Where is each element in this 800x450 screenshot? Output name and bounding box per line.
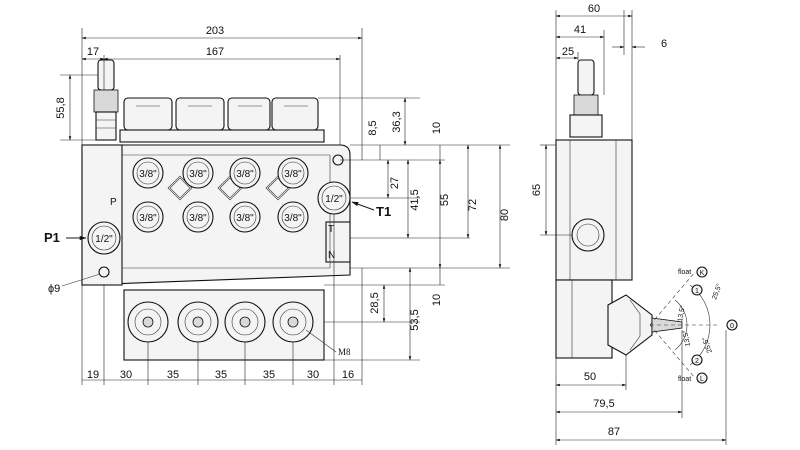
dim-bottom-2: 30 <box>120 369 132 381</box>
dim-bottom-5: 35 <box>263 369 275 381</box>
port-label-a4: 3/8" <box>284 169 302 180</box>
left-dimension: 55,8 <box>55 74 98 141</box>
lever-pos-l: L <box>700 376 704 383</box>
front-view: 3/8" 3/8" 3/8" 3/8" 3/8" 3/8" 3/8" 3/8" … <box>44 25 511 385</box>
side-top-dimensions: 60 41 25 6 <box>555 3 667 140</box>
label-thread: M8 <box>338 347 351 357</box>
side-bottom-dimensions: 50 79,5 87 <box>555 330 727 445</box>
side-dim-height: 65 <box>531 184 543 196</box>
inlet-port: 1/2" <box>87 221 121 255</box>
lever-pos-2: 2 <box>695 358 699 365</box>
svg-text:1/2": 1/2" <box>325 194 343 205</box>
right-dimensions: 36,3 8,5 10 27 41,5 55 72 80 10 28,5 53,… <box>318 97 511 361</box>
side-lever: 1 2 0 K L float float 25,5° 25,5° 13,5° … <box>607 266 738 384</box>
port-letter-n: N <box>328 250 335 261</box>
dim-bottom-margin: 10 <box>431 294 443 306</box>
side-view: 1 2 0 K L float float 25,5° 25,5° 13,5° … <box>531 3 738 445</box>
side-dim-d2: 79,5 <box>593 398 614 410</box>
port-letter-p: P <box>110 197 117 208</box>
label-t1: T1 <box>376 204 391 219</box>
side-body <box>555 139 633 359</box>
side-dim-offset: 6 <box>661 38 667 50</box>
dim-body-width: 167 <box>206 46 224 58</box>
lever-float-top: float <box>678 269 691 276</box>
side-dim-overall: 60 <box>588 3 600 15</box>
port-label-b3: 3/8" <box>236 213 254 224</box>
dim-port-span: 55 <box>439 194 451 206</box>
dim-spool-end: 53,5 <box>409 309 421 330</box>
mounting-hole <box>98 266 110 278</box>
dim-bottom-3: 35 <box>167 369 179 381</box>
lever-pos-k: K <box>700 270 705 277</box>
port-label-b1: 3/8" <box>139 213 157 224</box>
lever-angle-inner-bottom: 13,5° <box>681 329 692 347</box>
valve-body <box>81 144 351 286</box>
dim-outlet-height: 27 <box>389 177 401 189</box>
dim-hole-offset: 8,5 <box>367 120 379 135</box>
spool-caps-top <box>119 97 325 143</box>
dim-body-height-b: 80 <box>499 209 511 221</box>
lever-float-bottom: float <box>678 376 691 383</box>
work-ports-bottom-row: 3/8" 3/8" 3/8" 3/8" <box>132 201 309 233</box>
side-left-dimension: 65 <box>531 144 572 236</box>
port-label-a3: 3/8" <box>236 169 254 180</box>
lever-pos-1: 1 <box>695 288 699 295</box>
port-label-a2: 3/8" <box>189 169 207 180</box>
side-dim-d1: 50 <box>584 371 596 383</box>
side-dim-small: 25 <box>562 46 574 58</box>
dim-top-margin: 10 <box>431 122 443 134</box>
side-dim-mid: 41 <box>574 24 586 36</box>
dim-body-height-a: 72 <box>467 199 479 211</box>
work-ports-top-row: 3/8" 3/8" 3/8" 3/8" <box>132 157 309 189</box>
port-label-b4: 3/8" <box>284 213 302 224</box>
side-dim-d3: 87 <box>608 426 620 438</box>
dim-inlet-height: 41,5 <box>409 189 421 210</box>
port-label-b2: 3/8" <box>189 213 207 224</box>
bottom-dimensions: 19 30 35 35 35 30 16 <box>81 214 363 385</box>
dim-lever-offset: 17 <box>87 46 99 58</box>
dim-cap-height: 36,3 <box>391 111 403 132</box>
label-hole-diameter: ϕ9 <box>48 283 60 295</box>
top-dimensions: 203 167 17 <box>81 25 363 160</box>
lever-angle-outer-top: 25,5° <box>710 282 723 300</box>
port-letter-t: T <box>328 224 334 235</box>
dim-lever-height: 55,8 <box>55 97 67 118</box>
dim-bottom-4: 35 <box>215 369 227 381</box>
outlet-port: 1/2" <box>317 181 351 215</box>
dim-spool-center: 28,5 <box>369 292 381 313</box>
dim-bottom-7: 16 <box>342 369 354 381</box>
spool-ends-bottom <box>123 289 325 361</box>
port-label-a1: 3/8" <box>139 169 157 180</box>
dim-bottom-6: 30 <box>307 369 319 381</box>
relief-valve-cartridge <box>93 59 119 141</box>
label-p1: P1 <box>44 230 60 245</box>
lever-pos-0: 0 <box>730 323 734 330</box>
side-relief-cartridge <box>569 59 603 138</box>
dim-overall-width: 203 <box>206 25 224 37</box>
dim-bottom-1: 19 <box>87 369 99 381</box>
svg-text:1/2": 1/2" <box>95 234 113 245</box>
lever-angle-inner-top: 13,5° <box>676 305 687 323</box>
